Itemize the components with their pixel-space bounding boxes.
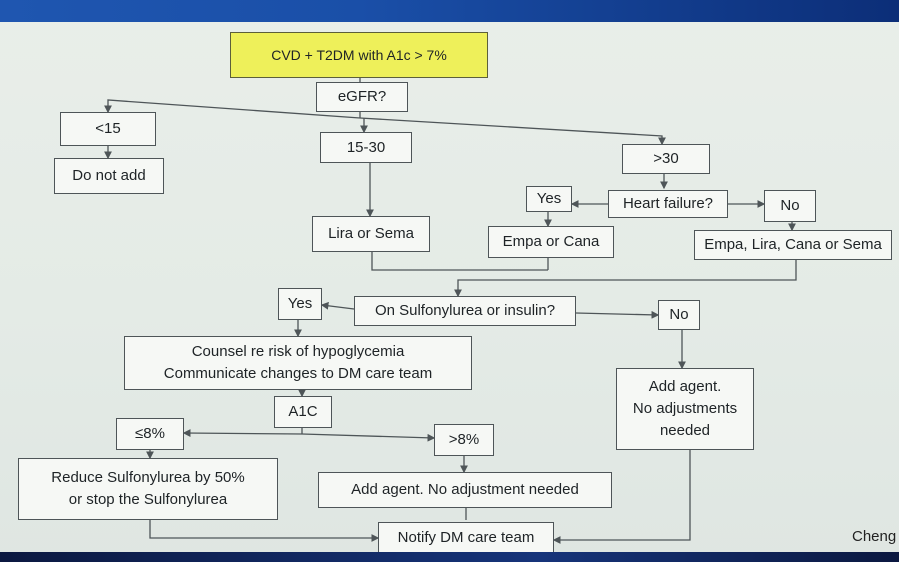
counsel-box: Counsel re risk of hypoglycemia Communic… <box>124 336 472 390</box>
su-yes-text: Yes <box>287 295 313 312</box>
gt8-box: >8% <box>434 424 494 456</box>
empa-cana-box: Empa or Cana <box>488 226 614 258</box>
title-text: CVD + T2DM with A1c > 7% <box>271 47 447 63</box>
lt15-text: <15 <box>95 120 121 137</box>
do-not-add-box: Do not add <box>54 158 164 194</box>
hf-yes-text: Yes <box>536 190 562 207</box>
heart-failure-text: Heart failure? <box>622 195 714 212</box>
sulfonylurea-question-text: On Sulfonylurea or insulin? <box>374 302 556 319</box>
gt30-text: >30 <box>653 150 679 167</box>
lira-sema-box: Lira or Sema <box>312 216 430 252</box>
heart-failure-box: Heart failure? <box>608 190 728 218</box>
add-agent-no-adj-line-2: No adjustments <box>632 400 738 417</box>
title-box: CVD + T2DM with A1c > 7% <box>230 32 488 78</box>
add-agent-no-adj-line-1: Add agent. <box>648 378 722 395</box>
egfr-15-30-box: 15-30 <box>320 132 412 163</box>
line-reduce-notify <box>149 520 380 542</box>
reduce-sulfonylurea-box: Reduce Sulfonylurea by 50% or stop the S… <box>18 458 278 520</box>
sulfonylurea-question-box: On Sulfonylurea or insulin? <box>354 296 576 326</box>
empa-lira-cana-sema-text: Empa, Lira, Cana or Sema <box>704 236 882 253</box>
su-no-box: No <box>658 300 700 330</box>
top-band <box>0 0 899 22</box>
notify-text: Notify DM care team <box>397 529 535 546</box>
le8-text: ≤8% <box>135 425 165 442</box>
add-agent-text: Add agent. No adjustment needed <box>351 481 579 498</box>
egfr-15-30-text: 15-30 <box>346 138 386 156</box>
le8-box: ≤8% <box>116 418 184 450</box>
a1c-box: A1C <box>274 396 332 428</box>
line-lira-merge <box>371 252 458 271</box>
line-q-yes <box>320 301 355 310</box>
line-q-no <box>575 310 660 319</box>
counsel-line-1: Counsel re risk of hypoglycemia <box>191 343 405 360</box>
author-credit: Cheng <box>852 528 897 545</box>
egfr-text: eGFR? <box>337 88 387 105</box>
gt30-box: >30 <box>622 144 710 174</box>
add-agent-no-adjustments-box: Add agent. No adjustments needed <box>616 368 754 450</box>
line-a1c-le8 <box>182 429 303 437</box>
line-empa4-merge <box>454 260 797 298</box>
reduce-su-line-2: or stop the Sulfonylurea <box>68 491 228 508</box>
line-split-left <box>104 99 361 119</box>
line-a1c-gt8 <box>301 433 436 442</box>
a1c-text: A1C <box>288 403 318 420</box>
hf-yes-box: Yes <box>526 186 572 212</box>
reduce-su-line-1: Reduce Sulfonylurea by 50% <box>51 469 245 486</box>
egfr-box: eGFR? <box>316 82 408 112</box>
do-not-add-text: Do not add <box>72 167 146 184</box>
hf-no-text: No <box>780 197 800 214</box>
lira-sema-text: Lira or Sema <box>328 225 414 242</box>
hf-no-box: No <box>764 190 816 222</box>
gt8-text: >8% <box>448 431 480 448</box>
empa-cana-text: Empa or Cana <box>502 233 600 250</box>
empa-lira-cana-sema-box: Empa, Lira, Cana or Sema <box>694 230 892 260</box>
line-split-right <box>359 117 666 146</box>
add-agent-no-adj-line-3: needed <box>659 422 711 439</box>
add-agent-box: Add agent. No adjustment needed <box>318 472 612 508</box>
lt15-box: <15 <box>60 112 156 146</box>
notify-box: Notify DM care team <box>378 522 554 554</box>
bottom-band <box>0 552 899 562</box>
counsel-line-2: Communicate changes to DM care team <box>163 365 433 382</box>
su-no-text: No <box>669 306 689 323</box>
su-yes-box: Yes <box>278 288 322 320</box>
line-noadj-notify <box>552 450 691 544</box>
